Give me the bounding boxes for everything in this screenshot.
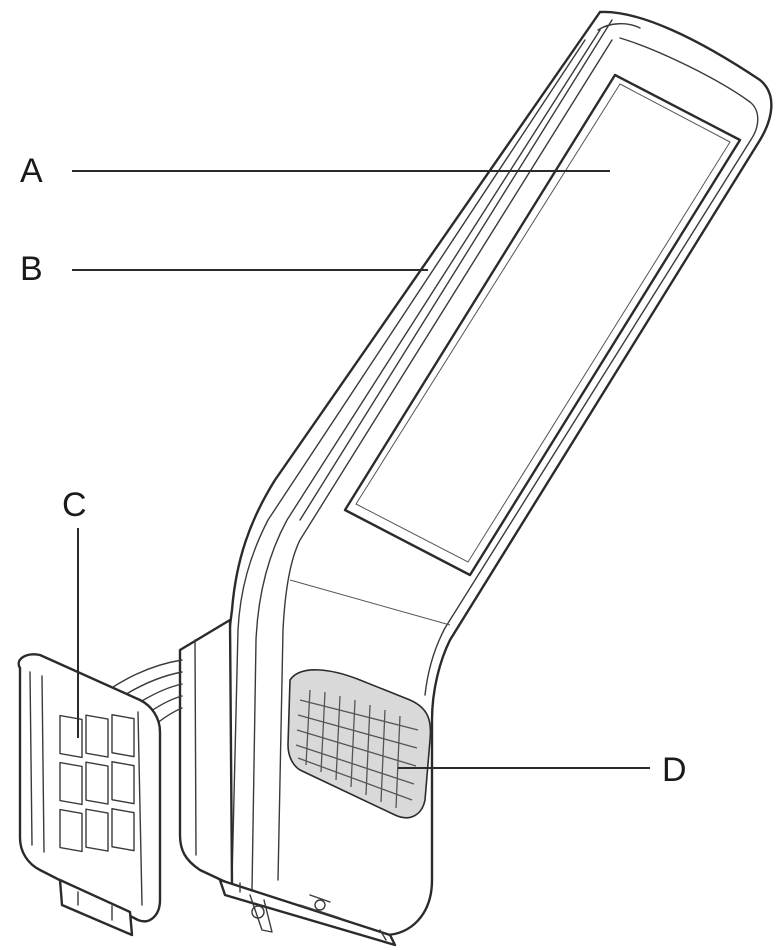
callout-label-c: C bbox=[62, 486, 87, 524]
mounting-plate bbox=[17, 653, 162, 937]
led-panel bbox=[343, 73, 742, 577]
sensor-lens-grid bbox=[295, 689, 419, 809]
callout-label-b: B bbox=[20, 250, 43, 288]
motion-sensor bbox=[287, 669, 432, 819]
callout-label-d: D bbox=[662, 751, 687, 789]
callout-label-a: A bbox=[20, 152, 43, 190]
callout-c: C bbox=[62, 486, 87, 738]
terminal-block bbox=[59, 714, 135, 853]
lamp-base bbox=[178, 618, 397, 947]
callout-b: B bbox=[20, 250, 428, 288]
callout-d: D bbox=[398, 751, 687, 789]
callout-a: A bbox=[20, 152, 610, 190]
